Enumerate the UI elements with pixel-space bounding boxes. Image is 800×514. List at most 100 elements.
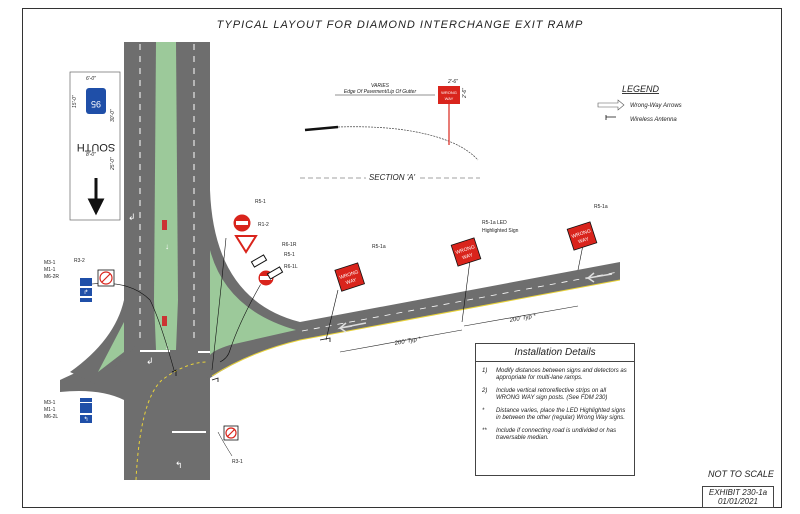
turn-arrow-2: ↲ <box>146 356 154 366</box>
svg-text:WAY: WAY <box>577 236 590 245</box>
one-way-sign-l <box>266 266 284 280</box>
yellow-center-line <box>135 361 209 481</box>
route-shield-number: 95 <box>91 99 101 109</box>
legend-heading: LEGEND <box>622 84 660 94</box>
wrong-way-arrow-symbol <box>597 99 625 111</box>
down-arrow-marking <box>87 178 105 216</box>
dim-top: 6'-0" <box>86 76 96 82</box>
svg-text:WRONG: WRONG <box>441 90 457 95</box>
svg-text:WAY: WAY <box>445 96 454 101</box>
left-ramp <box>70 300 140 384</box>
installation-item-1: 1) Modify distances between signs and de… <box>482 368 627 381</box>
label-r6-1r: R6-1R <box>282 242 297 248</box>
svg-text:WRONG: WRONG <box>339 269 360 281</box>
ramp-island <box>210 250 296 355</box>
wrong-way-sign-led: WRONG WAY <box>450 237 482 267</box>
label-m6-2l: M6-2L <box>44 414 58 420</box>
dim-shield: 15'-0" <box>72 95 78 108</box>
legend-wrong-way-label: Wrong-Way Arrows <box>630 103 682 109</box>
svg-text:WRONG: WRONG <box>455 244 476 256</box>
direction-word-marking: SOUTH <box>77 141 116 153</box>
section-varies: VARIES <box>371 83 390 89</box>
label-r6-1l: R6-1L <box>284 264 298 270</box>
route-sign-top-south <box>80 278 92 286</box>
svg-text:WAY: WAY <box>461 252 474 261</box>
installation-item-4: ** Include if connecting road is undivid… <box>482 428 617 441</box>
installation-item-2: 2) Include vertical retroreflective stri… <box>482 388 608 401</box>
wrong-way-arrow-1 <box>337 322 367 333</box>
label-r5-1a-a: R5-1a <box>372 244 386 250</box>
label-r1-2: R1-2 <box>258 222 269 228</box>
section-sign-height: 2'-6" <box>462 88 468 99</box>
label-m1-1-bot: M1-1 <box>44 407 56 413</box>
drawing-title: TYPICAL LAYOUT FOR DIAMOND INTERCHANGE E… <box>216 19 584 31</box>
left-ramp-island <box>98 322 124 372</box>
turn-arrow-3: ↱ <box>285 344 293 354</box>
spacing-label-1: 200' Typ * <box>393 336 422 347</box>
turn-arrow-4: ↰ <box>175 460 183 470</box>
section-slope <box>337 126 479 161</box>
label-r5-1a-led: R5-1a LED <box>482 220 507 226</box>
detector-wire-4 <box>325 289 339 341</box>
svg-text:↰: ↰ <box>83 416 88 423</box>
route-sign-bot-shield <box>80 403 92 413</box>
wireless-antenna-symbol <box>605 115 616 120</box>
label-m3-1-bot: M3-1 <box>44 400 56 406</box>
svg-text:WRONG: WRONG <box>571 228 592 240</box>
section-pavement <box>304 125 339 132</box>
signs: R5-1 R1-2 R6-1R R5-1 R6-1L R5-1a WRONG W… <box>44 199 608 465</box>
thru-arrow-1: ↓ <box>165 242 169 251</box>
route-sign-bot-south <box>80 398 92 402</box>
legend-antenna-label: Wireless Antenna <box>630 117 677 123</box>
section-edge-note: Edge Of Pavement/Lip Of Gutter <box>344 89 417 95</box>
drawing-frame <box>22 8 782 508</box>
wrong-way-arrow-2 <box>585 272 613 283</box>
dim-word: 25'-0" <box>110 157 116 171</box>
section-wrong-way-sign <box>438 86 460 104</box>
spacing-dimensions: 200' Typ * 200' Typ * <box>339 305 579 353</box>
yield-sign <box>234 235 258 254</box>
exhibit-block: EXHIBIT 230-1a 01/01/2021 <box>702 486 774 508</box>
route-sign-top-arrow <box>80 288 92 296</box>
label-led-note: Highlighted Sign <box>482 228 519 234</box>
turn-arrow-1: ↲ <box>128 212 136 222</box>
label-r3-2: R3-2 <box>74 258 85 264</box>
label-r3-1: R3-1 <box>232 459 243 465</box>
vehicle-marker-2 <box>162 316 167 326</box>
roadway: ↲ ↲ ↱ ↰ ↓ ↓ <box>60 42 621 481</box>
label-r5-1a-c: R5-1a <box>594 204 608 210</box>
exhibit-date: 01/01/2021 <box>717 497 759 506</box>
detector-wire-2 <box>211 237 227 371</box>
installation-title: Installation Details <box>514 347 596 358</box>
not-to-scale-note: NOT TO SCALE <box>708 469 774 479</box>
wrong-way-sign-1: WRONG WAY <box>334 262 366 292</box>
installation-item-3: * Distance varies, place the LED Highlig… <box>482 408 626 421</box>
dim-word-width: 8'-0" <box>86 152 96 158</box>
exit-ramp <box>210 190 620 378</box>
spacing-label-2: 200' Typ * <box>508 313 537 324</box>
one-way-sign-r <box>250 254 268 268</box>
label-m3-1-top: M3-1 <box>44 260 56 266</box>
antenna-1 <box>319 337 331 342</box>
vehicle-marker-1 <box>162 220 167 230</box>
yellow-edge-line <box>211 279 621 377</box>
installation-details: Installation Details 1) Modify distances… <box>475 343 635 476</box>
section-label: SECTION 'A' <box>369 173 416 182</box>
detector-wire-5 <box>461 259 471 323</box>
route-shield-marking <box>86 88 106 114</box>
svg-text:↱: ↱ <box>83 289 88 296</box>
label-m1-1-top: M1-1 <box>44 267 56 273</box>
antenna-3 <box>171 369 177 376</box>
dim-mid: 30'-0" <box>110 109 116 122</box>
label-m6-2r: M6-2R <box>44 274 59 280</box>
exhibit-number: EXHIBIT 230-1a <box>708 488 768 497</box>
label-r5-1-mid: R5-1 <box>284 252 295 258</box>
median <box>154 42 178 350</box>
antenna-2 <box>211 377 219 382</box>
section-a: VARIES Edge Of Pavement/Lip Of Gutter WR… <box>300 79 480 185</box>
section-sign-width: 2'-6" <box>447 79 458 85</box>
ramp-lane-line <box>301 271 619 332</box>
marking-panel: 6'-0" 15'-0" 30'-0" 95 SOUTH 8'-0" 25'-0… <box>69 71 121 221</box>
route-sign-bot-arrow <box>80 415 92 423</box>
